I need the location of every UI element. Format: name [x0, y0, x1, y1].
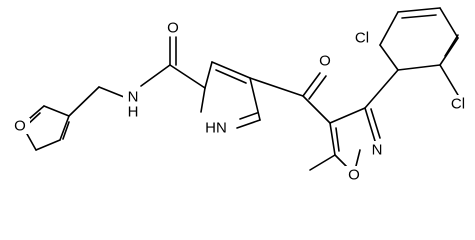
atom-labels: O N H HN O O Cl Cl N O: [12, 20, 475, 184]
atom-cl-top: Cl: [355, 30, 369, 47]
atom-o-carbonyl-amide: O: [167, 20, 179, 37]
bonds: [21, 7, 459, 171]
atom-o-ketone: O: [319, 53, 331, 70]
chemical-structure: O N H HN O O Cl Cl N O: [12, 7, 475, 184]
atom-o-furan: O: [14, 118, 26, 135]
atom-n-isoxazole: N: [372, 142, 383, 159]
atom-nh-amide-h: H: [128, 104, 139, 121]
atom-o-isoxazole: O: [348, 167, 360, 184]
atom-nh-pyrrole: HN: [205, 120, 227, 137]
atom-cl-right: Cl: [451, 96, 465, 113]
atom-nh-amide: N: [128, 89, 139, 106]
